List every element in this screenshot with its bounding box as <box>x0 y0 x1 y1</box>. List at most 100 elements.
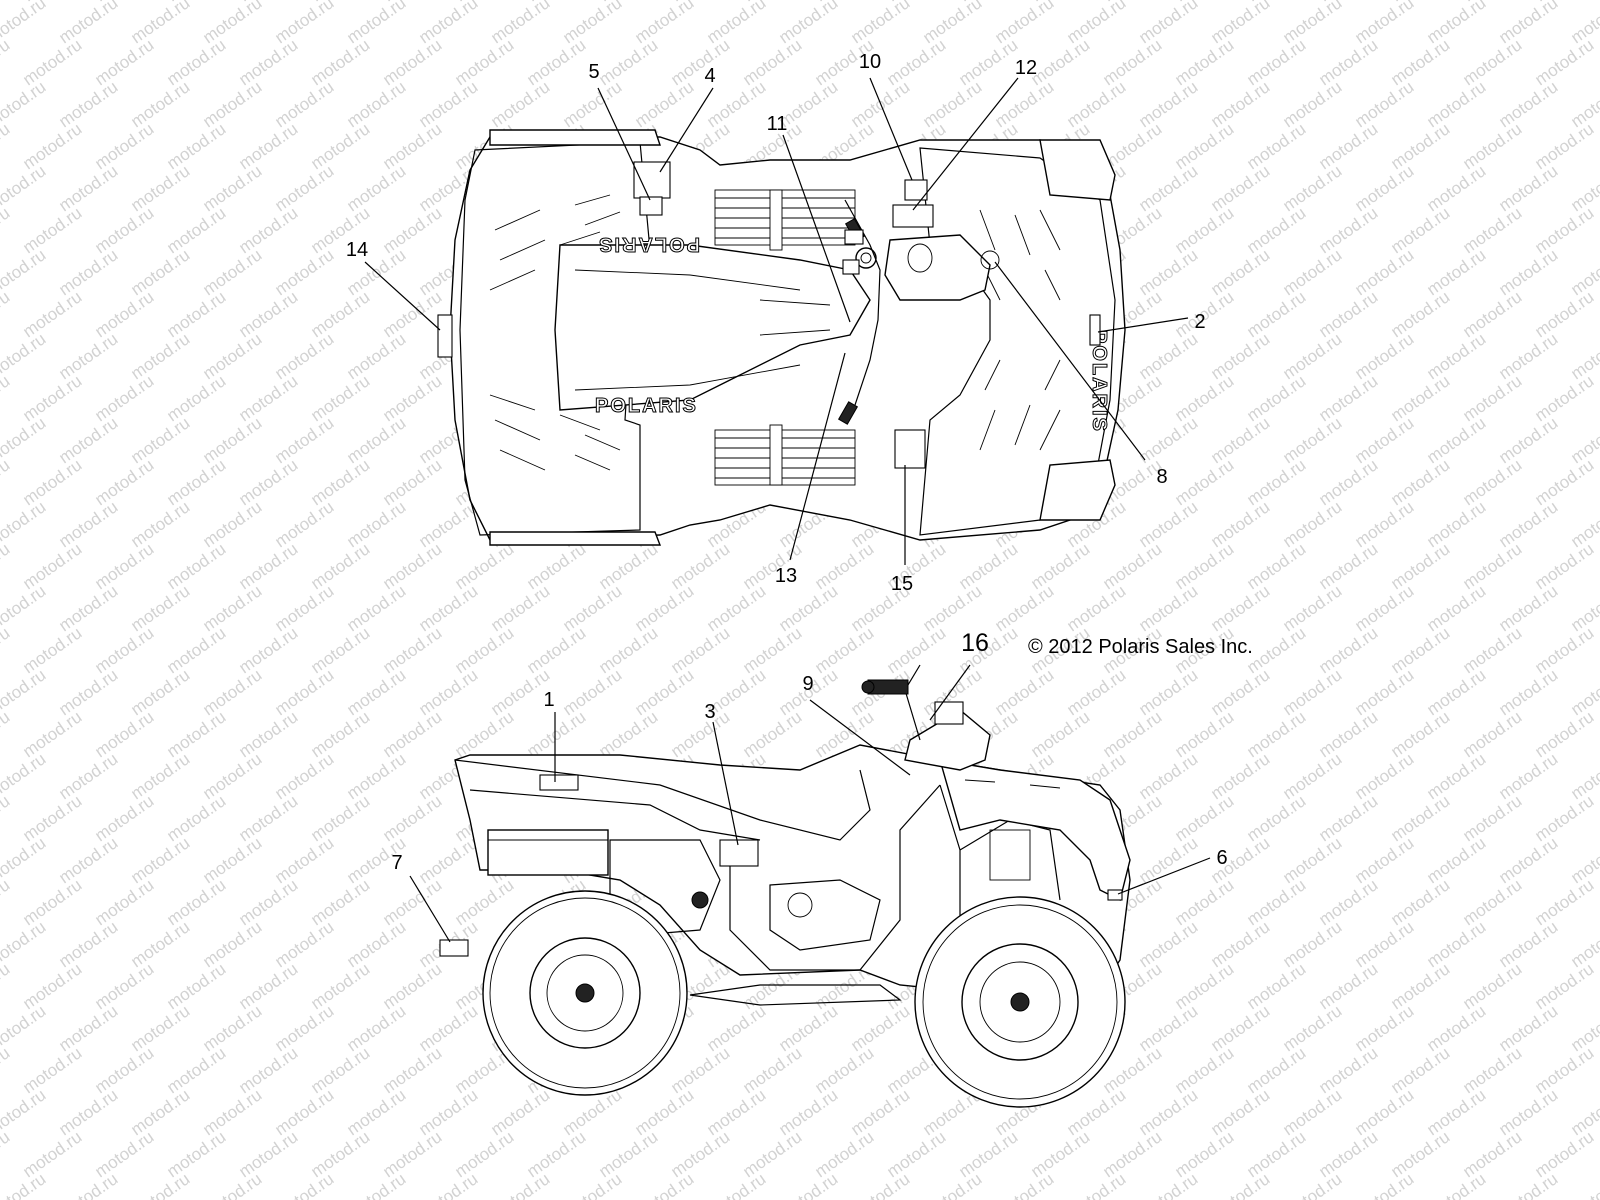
watermark-text: motod.ru <box>235 1127 301 1181</box>
watermark-text: motod.ru <box>199 245 265 299</box>
watermark-text: motod.ru <box>0 833 49 887</box>
watermark-text: motod.ru <box>1387 707 1453 761</box>
watermark-text: motod.ru <box>667 707 733 761</box>
watermark-text: motod.ru <box>1423 1085 1489 1139</box>
watermark-text: motod.ru <box>559 77 625 131</box>
watermark-text: motod.ru <box>1135 749 1201 803</box>
watermark-text: motod.ru <box>1495 77 1561 131</box>
watermark-text: motod.ru <box>775 1001 841 1055</box>
watermark-text: motod.ru <box>1171 1043 1237 1097</box>
watermark-text: motod.ru <box>1531 623 1597 677</box>
watermark-text: motod.ru <box>415 833 481 887</box>
watermark-text: motod.ru <box>1243 1127 1309 1181</box>
copyright-text: © 2012 Polaris Sales Inc. <box>1028 636 1253 658</box>
watermark-text: motod.ru <box>55 413 121 467</box>
watermark-text: motod.ru <box>1171 959 1237 1013</box>
watermark-text: motod.ru <box>1531 203 1597 257</box>
watermark-text: motod.ru <box>1207 1085 1273 1139</box>
watermark-text: motod.ru <box>163 791 229 845</box>
watermark-text: motod.ru <box>991 1169 1057 1200</box>
watermark-text: motod.ru <box>1351 413 1417 467</box>
watermark-text: motod.ru <box>55 581 121 635</box>
watermark-text: motod.ru <box>1495 749 1561 803</box>
watermark-text: motod.ru <box>595 539 661 593</box>
watermark-text: motod.ru <box>1351 497 1417 551</box>
watermark-text: motod.ru <box>1063 1169 1129 1200</box>
decal-12 <box>892 204 934 228</box>
watermark-text: motod.ru <box>451 1127 517 1181</box>
decal-7 <box>439 939 469 957</box>
watermark-text: motod.ru <box>991 665 1057 719</box>
watermark-text: motod.ru <box>1027 707 1093 761</box>
watermark-text: motod.ru <box>1315 203 1381 257</box>
watermark-text: motod.ru <box>1423 245 1489 299</box>
watermark-text: motod.ru <box>1495 581 1561 635</box>
watermark-text: motod.ru <box>1099 707 1165 761</box>
watermark-text: motod.ru <box>775 1085 841 1139</box>
watermark-text: motod.ru <box>667 1043 733 1097</box>
watermark-text: motod.ru <box>631 1085 697 1139</box>
watermark-text: motod.ru <box>199 161 265 215</box>
watermark-text: motod.ru <box>1063 581 1129 635</box>
watermark-text: motod.ru <box>271 749 337 803</box>
watermark-text: motod.ru <box>1207 0 1273 47</box>
watermark-text: motod.ru <box>847 1085 913 1139</box>
watermark-text: motod.ru <box>523 1127 589 1181</box>
watermark-text: motod.ru <box>1243 203 1309 257</box>
watermark-text: motod.ru <box>1243 791 1309 845</box>
watermark-text: motod.ru <box>1315 623 1381 677</box>
watermark-text: motod.ru <box>1243 875 1309 929</box>
watermark-text: motod.ru <box>1315 371 1381 425</box>
watermark-text: motod.ru <box>199 77 265 131</box>
watermark-text: motod.ru <box>1423 497 1489 551</box>
watermark-text: motod.ru <box>1171 791 1237 845</box>
watermark-text: motod.ru <box>487 0 553 47</box>
watermark-text: motod.ru <box>595 623 661 677</box>
watermark-text: motod.ru <box>631 77 697 131</box>
callout-10: 10 <box>859 51 881 73</box>
watermark-text: motod.ru <box>163 455 229 509</box>
watermark-text: motod.ru <box>307 875 373 929</box>
watermark-text: motod.ru <box>91 35 157 89</box>
watermark-text: motod.ru <box>1387 35 1453 89</box>
watermark-text: motod.ru <box>235 875 301 929</box>
watermark-text: motod.ru <box>1243 623 1309 677</box>
watermark-text: motod.ru <box>487 77 553 131</box>
watermark-text: motod.ru <box>19 791 85 845</box>
watermark-text: motod.ru <box>1459 959 1525 1013</box>
watermark-text: motod.ru <box>1423 581 1489 635</box>
watermark-text: motod.ru <box>55 0 121 47</box>
watermark-text: motod.ru <box>0 917 49 971</box>
watermark-text: motod.ru <box>0 539 13 593</box>
watermark-text: motod.ru <box>343 749 409 803</box>
watermark-text: motod.ru <box>1423 1169 1489 1200</box>
watermark-text: motod.ru <box>0 119 13 173</box>
watermark-text: motod.ru <box>1531 707 1597 761</box>
watermark-text: motod.ru <box>1351 917 1417 971</box>
decal-5 <box>639 196 663 216</box>
watermark-text: motod.ru <box>0 35 13 89</box>
watermark-text: motod.ru <box>199 0 265 47</box>
watermark-text: motod.ru <box>235 371 301 425</box>
watermark-text: motod.ru <box>991 581 1057 635</box>
watermark-text: motod.ru <box>127 1169 193 1200</box>
watermark-text: motod.ru <box>415 665 481 719</box>
watermark-text: motod.ru <box>1279 833 1345 887</box>
watermark-text: motod.ru <box>1387 623 1453 677</box>
watermark-text: motod.ru <box>1387 959 1453 1013</box>
watermark-text: motod.ru <box>523 623 589 677</box>
watermark-text: motod.ru <box>1135 1085 1201 1139</box>
watermark-text: motod.ru <box>379 287 445 341</box>
watermark-text: motod.ru <box>0 707 13 761</box>
watermark-text: motod.ru <box>0 371 13 425</box>
watermark-text: motod.ru <box>415 1169 481 1200</box>
watermark-text: motod.ru <box>703 581 769 635</box>
watermark-text: motod.ru <box>1315 707 1381 761</box>
watermark-text: motod.ru <box>1423 833 1489 887</box>
watermark-text: motod.ru <box>1279 581 1345 635</box>
watermark-text: motod.ru <box>379 1043 445 1097</box>
watermark-text: motod.ru <box>703 1169 769 1200</box>
watermark-text: motod.ru <box>1315 875 1381 929</box>
front-wheel <box>914 896 1126 1108</box>
watermark-text: motod.ru <box>163 1127 229 1181</box>
